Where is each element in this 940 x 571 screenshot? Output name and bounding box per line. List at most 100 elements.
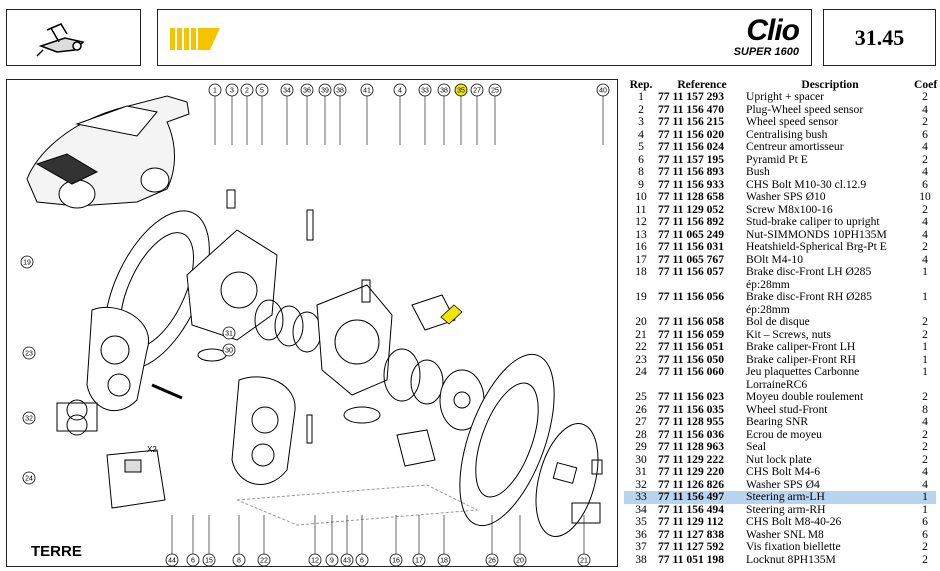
row-description: Moyeu double roulement <box>746 391 864 403</box>
row-reference: 77 11 156 494 <box>658 503 725 516</box>
callout-label: 38 <box>336 88 344 95</box>
callout-label: 4 <box>398 88 402 95</box>
row-coef: 2 <box>922 316 928 328</box>
row-coef: 6 <box>922 528 928 541</box>
row-description: Bearing SNR <box>746 416 809 428</box>
row-description: Upright + spacer <box>746 91 825 103</box>
callout-label: 35 <box>457 88 465 95</box>
row-rep: 1 <box>638 91 644 103</box>
row-reference: 77 11 127 592 <box>658 541 725 553</box>
row-rep: 37 <box>635 541 647 553</box>
row-reference: 77 11 156 892 <box>658 216 725 228</box>
callout-label: 24 <box>25 476 33 483</box>
callout-label: 21 <box>580 558 588 565</box>
row-reference: 77 11 156 060 <box>658 366 725 378</box>
callout-label: 30 <box>225 348 233 355</box>
row-coef: 4 <box>922 166 928 178</box>
callout-label: 16 <box>392 558 400 565</box>
callout-label: 2 <box>245 88 249 95</box>
row-rep: 33 <box>624 491 658 504</box>
row-rep: 26 <box>635 403 647 416</box>
callout-circle <box>240 83 254 97</box>
row-rep: 19 <box>635 291 647 303</box>
row-rep: 22 <box>635 341 647 353</box>
row-reference: 77 11 156 031 <box>658 241 725 253</box>
callout-circle <box>470 83 484 97</box>
row-description: Stud-brake caliper to upright <box>746 216 880 228</box>
col-header-rep: Rep. <box>629 78 653 91</box>
callout-circle <box>437 553 451 566</box>
callout-circle <box>360 83 374 97</box>
row-coef: 1 <box>922 353 928 366</box>
row-reference: 77 11 156 470 <box>658 103 725 116</box>
row-coef: 2 <box>922 428 928 441</box>
row-reference: 77 11 156 023 <box>658 391 725 403</box>
row-rep: 36 <box>635 528 647 541</box>
row-reference: 77 11 156 933 <box>658 178 725 191</box>
row-coef: 2 <box>922 203 928 216</box>
row-coef: 2 <box>922 541 928 553</box>
row-description: Nut lock plate <box>746 453 812 466</box>
row-description: Steering arm-RH <box>746 503 826 516</box>
row-description: Bol de disque <box>746 316 810 328</box>
row-description: CHS Bolt M10-30 cl.12.9 <box>746 178 867 191</box>
callout-circle <box>22 346 36 360</box>
callout-label: 1 <box>213 88 217 95</box>
callout-label: 26 <box>488 558 496 565</box>
callout-circle <box>308 553 322 566</box>
callout-circle <box>333 83 347 97</box>
callout-label: 20 <box>516 558 524 565</box>
callout-label: 6 <box>360 558 364 565</box>
callout-label: 34 <box>283 88 291 95</box>
row-description: Washer SPS Ø10 <box>746 191 826 203</box>
row-rep: 34 <box>635 503 647 516</box>
callout-label: 36 <box>303 88 311 95</box>
row-reference: 77 11 128 658 <box>658 191 725 203</box>
callout-circle <box>20 255 34 269</box>
callout-label: 40 <box>599 88 607 95</box>
row-rep: 23 <box>635 353 647 366</box>
callout-circle <box>454 83 468 97</box>
row-description: Bush <box>746 166 770 178</box>
callout-label: 25 <box>491 88 499 95</box>
row-coef: 2 <box>922 391 928 403</box>
row-rep: 2 <box>638 103 644 116</box>
row-coef: 4 <box>922 466 928 478</box>
callout-circle <box>577 553 591 566</box>
